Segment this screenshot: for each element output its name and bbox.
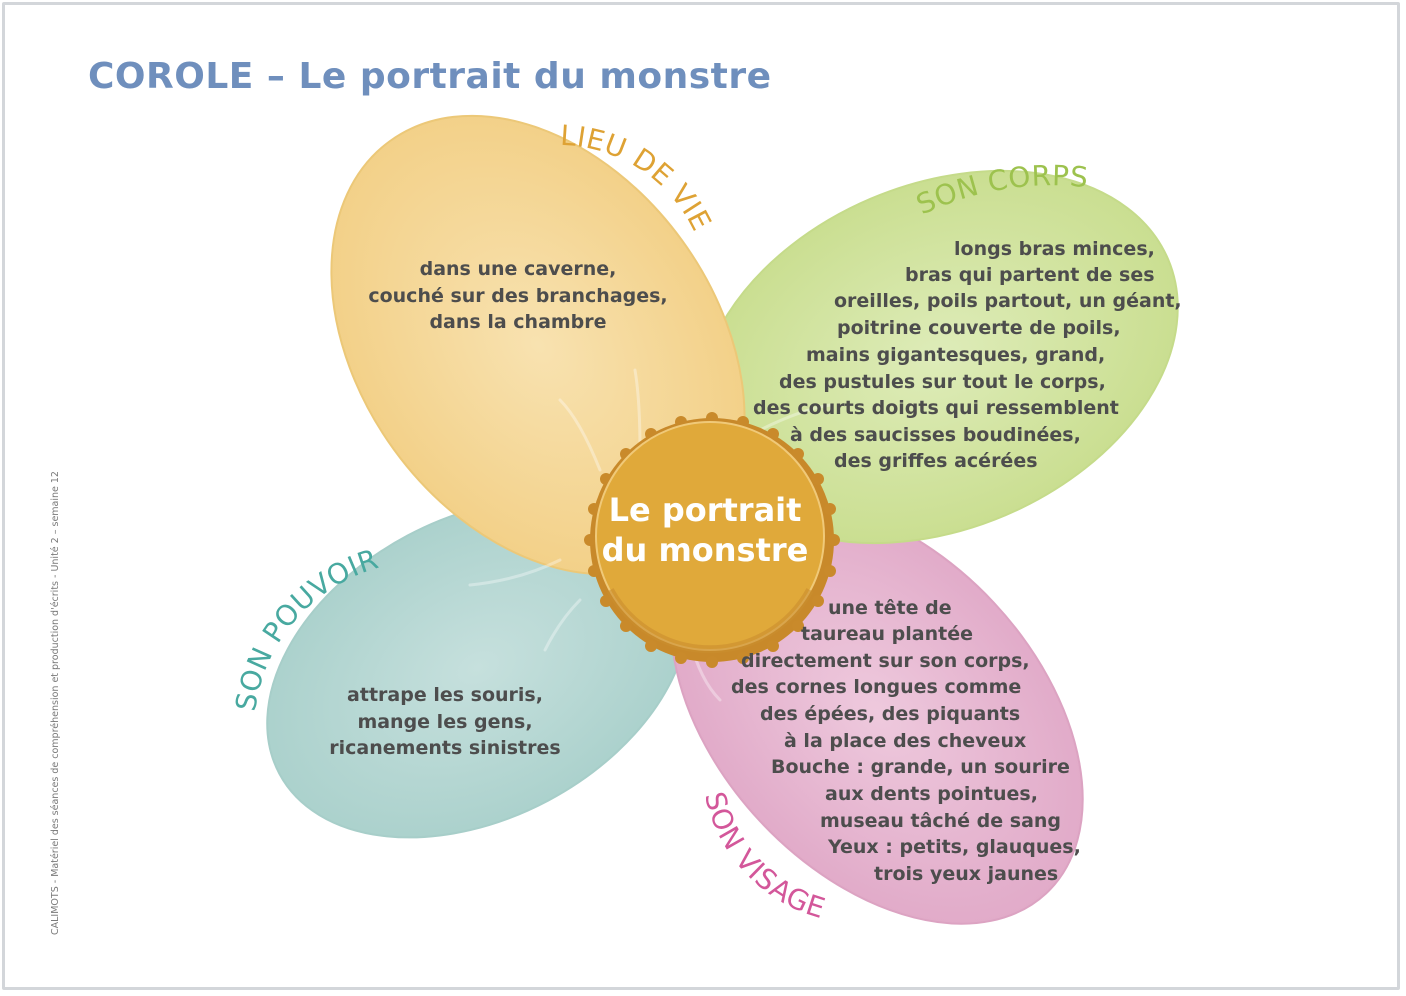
text-line: poitrine couverte de poils, (837, 317, 1121, 339)
text-son-pouvoir: attrape les souris, mange les gens, rica… (305, 682, 585, 762)
center-line: Le portrait (608, 491, 802, 529)
center-line: du monstre (601, 531, 809, 569)
text-line: des griffes acérées (834, 450, 1038, 472)
text-line: mange les gens, (357, 710, 533, 733)
text-line: aux dents pointues, (825, 783, 1038, 805)
text-line: Bouche : grande, un sourire (771, 756, 1070, 778)
text-line: à des saucisses boudinées, (790, 424, 1081, 446)
center-title: Le portrait du monstre (590, 490, 820, 570)
text-line: taureau plantée (801, 623, 973, 645)
text-line: dans une caverne, (419, 258, 617, 280)
text-line: dans la chambre (429, 311, 607, 333)
text-line: ricanements sinistres (329, 737, 561, 759)
text-line: bras qui partent de ses (905, 264, 1155, 286)
text-line: des pustules sur tout le corps, (779, 371, 1106, 393)
text-line: mains gigantesques, grand, (806, 344, 1106, 366)
text-line: attrape les souris, (347, 684, 543, 706)
text-line: longs bras minces, (954, 238, 1155, 260)
text-line: directement sur son corps, (741, 650, 1030, 672)
text-line: des courts doigts qui ressemblent (753, 397, 1119, 419)
text-line: trois yeux jaunes (874, 863, 1059, 885)
text-line: couché sur des branchages, (368, 284, 668, 307)
text-line: à la place des cheveux (784, 730, 1027, 752)
page-title: COROLE – Le portrait du monstre (88, 56, 772, 97)
text-line: des épées, des piquants (760, 703, 1021, 725)
center-badge (584, 412, 840, 668)
text-lieu-de-vie: dans une caverne, couché sur des brancha… (368, 256, 668, 336)
text-line: des cornes longues comme (731, 676, 1022, 698)
text-line: Yeux : petits, glauques, (828, 836, 1081, 858)
text-line: une tête de (828, 597, 952, 619)
text-line: museau tâché de sang (820, 810, 1062, 832)
text-line: oreilles, poils partout, un géant, (834, 290, 1182, 312)
